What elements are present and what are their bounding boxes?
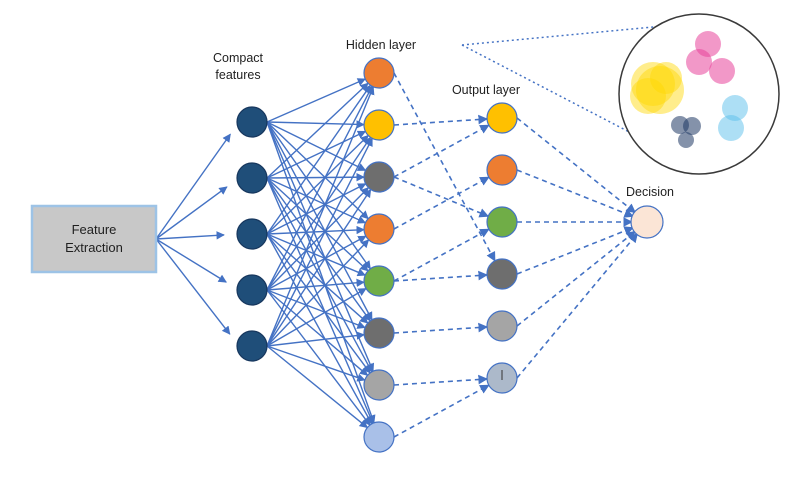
edge-compact-to-hidden [266, 187, 370, 291]
edge-compact-to-hidden [266, 177, 367, 224]
edge-hidden-to-output [393, 72, 496, 262]
compact-features-label-line1: Compact [213, 51, 264, 65]
edge-output-to-decision [516, 169, 634, 218]
cluster-blue-blob [718, 115, 744, 141]
edge-hidden-to-output [393, 124, 490, 178]
cluster-yellow-blob [636, 66, 684, 114]
edge-output-to-decision [516, 230, 637, 327]
edge-compact-to-hidden [266, 188, 372, 347]
compact-feature-node [236, 274, 268, 306]
edge-compact-to-hidden [266, 183, 367, 235]
zoom-callout-line-top [461, 23, 686, 46]
edge-compact-to-hidden [266, 177, 374, 425]
edge-output-to-decision [516, 232, 639, 379]
hidden-layer-node [363, 213, 395, 245]
edge-compact-to-hidden [266, 121, 367, 172]
edge-compact-to-hidden [266, 84, 372, 235]
zoom-callout-line-bottom [461, 44, 661, 149]
edge-compact-to-hidden [266, 121, 376, 424]
cluster-navy-blob [683, 117, 701, 135]
feature-extraction-label-line1: Feature [72, 222, 117, 237]
edge-compact-to-hidden [266, 287, 367, 347]
edge-hidden-to-output [393, 374, 488, 386]
hidden-layer-node [363, 421, 395, 453]
edge-compact-to-hidden [266, 331, 365, 347]
edge-compact-to-hidden [266, 121, 375, 372]
edge-compact-to-hidden [266, 136, 372, 291]
edge-feature-to-compact [155, 238, 231, 335]
edge-compact-to-hidden [266, 134, 369, 235]
output-layer-node [486, 310, 518, 342]
cluster-yellow-blob [650, 62, 682, 94]
edge-compact-to-hidden [266, 85, 373, 291]
connection-lines [155, 72, 639, 438]
feature-extraction-box [30, 204, 158, 274]
edge-hidden-to-output [393, 384, 490, 438]
hidden-layer-node [363, 369, 395, 401]
edge-compact-to-hidden [266, 121, 373, 321]
edge-hidden-to-output [393, 270, 488, 282]
edge-compact-to-hidden [266, 235, 367, 291]
edge-hidden-to-output [393, 114, 488, 126]
edge-compact-to-hidden [266, 177, 371, 322]
edge-compact-to-hidden [266, 233, 373, 425]
cluster-yellow-blob [631, 62, 675, 106]
edge-hidden-to-output [393, 176, 490, 230]
edge-compact-to-hidden [266, 289, 366, 329]
feature-extraction-label-line2: Extraction [65, 240, 123, 255]
edge-compact-to-hidden [266, 78, 367, 123]
edge-feature-to-compact [155, 231, 225, 240]
edge-compact-to-hidden [266, 239, 370, 347]
edge-feature-to-compact [155, 133, 231, 240]
edge-compact-to-hidden [266, 130, 367, 179]
edge-feature-to-compact [155, 186, 228, 240]
compact-features-label-line2: features [215, 68, 260, 82]
edge-compact-to-hidden [266, 120, 365, 129]
hidden-layer-node [363, 161, 395, 193]
edge-compact-to-hidden [266, 233, 369, 324]
hidden-layer-label: Hidden layer [346, 38, 416, 52]
cluster-blue-blob [722, 95, 748, 121]
hidden-layer-node [363, 109, 395, 141]
network-nodes [236, 57, 664, 453]
output-layer-node [486, 154, 518, 186]
hidden-layer-node [363, 265, 395, 297]
edge-compact-to-hidden [266, 345, 369, 429]
edge-compact-to-hidden [266, 173, 365, 182]
edge-compact-to-hidden [266, 345, 366, 382]
output-layer-node [486, 258, 518, 290]
edge-hidden-to-output [393, 322, 488, 334]
edge-compact-to-hidden [266, 86, 375, 347]
edge-compact-to-hidden [266, 137, 373, 347]
decision-node [630, 205, 664, 239]
cluster-illustration [630, 31, 748, 148]
cluster-yellow-blob [630, 78, 666, 114]
edge-compact-to-hidden [266, 121, 371, 270]
cluster-pink-blob [709, 58, 735, 84]
edge-compact-to-hidden [266, 121, 369, 220]
edge-feature-to-compact [155, 238, 227, 283]
edge-output-to-decision [516, 226, 634, 275]
decision-label: Decision [626, 185, 674, 199]
cluster-navy-blob [678, 132, 694, 148]
compact-feature-node [236, 106, 268, 138]
edge-output-to-decision [516, 117, 637, 214]
hidden-layer-node [363, 57, 395, 89]
edge-compact-to-hidden [266, 82, 369, 179]
output-layer-node [486, 102, 518, 134]
edge-compact-to-hidden [266, 233, 366, 277]
edge-compact-to-hidden [266, 225, 365, 235]
edge-hidden-to-output [393, 176, 490, 218]
edge-compact-to-hidden [266, 278, 365, 291]
compact-feature-node [236, 162, 268, 194]
compact-feature-node [236, 218, 268, 250]
edge-compact-to-hidden [266, 177, 373, 373]
edge-hidden-to-output [393, 228, 490, 282]
output-layer-label: Output layer [452, 83, 520, 97]
hidden-layer-node [363, 317, 395, 349]
compact-feature-node [236, 330, 268, 362]
cluster-pink-blob [686, 49, 712, 75]
output-layer-node [486, 206, 518, 238]
